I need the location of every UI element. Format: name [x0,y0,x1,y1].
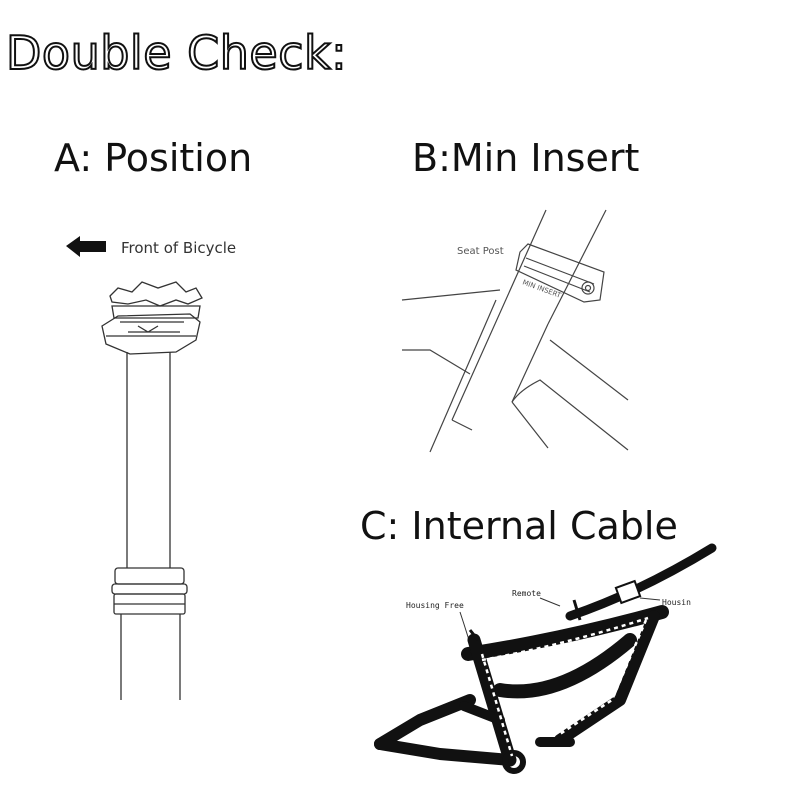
bike-frame-drawing [374,605,669,774]
heading-min-insert: B:Min Insert [412,136,640,180]
housing-free-label: Housing Free [406,601,464,610]
seatpost-drawing [101,281,203,700]
cable-exit [468,629,480,641]
front-of-bicycle-label: Front of Bicycle [121,239,236,257]
panel-min-insert: Seat Post MIN INSERT [401,209,629,453]
panel-internal-cable: Housing Free Remote Housin [374,543,717,774]
heading-position: A: Position [54,136,253,180]
front-arrow-icon [66,236,106,257]
frame-outline [401,209,629,453]
page-title: Double Check: [5,25,348,81]
cable-route [480,616,649,757]
panel-position: Front of Bicycle [66,236,236,700]
heading-internal-cable: C: Internal Cable [360,504,678,548]
remote-label: Remote [512,589,541,598]
seat-post-label: Seat Post [457,246,504,257]
min-insert-clamp [515,243,605,303]
handlebar-drawing [565,543,717,621]
housing-label: Housin [662,598,691,607]
